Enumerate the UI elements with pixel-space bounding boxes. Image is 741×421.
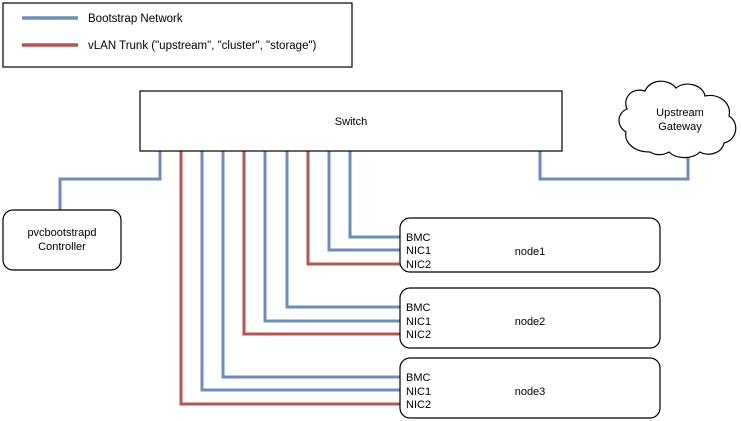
- controller-node[interactable]: pvcbootstrapd Controller: [2, 209, 122, 271]
- node1-port-nic1: NIC1: [406, 245, 431, 257]
- node1-port-bmc: BMC: [406, 232, 431, 244]
- link-switch-to-node3-bmc: [221, 151, 400, 379]
- legend-label-vlan-trunk: vLAN Trunk ("upstream", "cluster", "stor…: [88, 40, 317, 52]
- switch-label: Switch: [335, 116, 367, 128]
- controller-label-line2: Controller: [38, 241, 86, 253]
- node3-port-nic1: NIC1: [406, 386, 431, 398]
- legend-label-bootstrap-network: Bootstrap Network: [88, 13, 183, 25]
- link-switch-to-controller: [58, 151, 162, 210]
- cloud-icon[interactable]: [618, 80, 737, 159]
- node1-port-nic2: NIC2: [406, 259, 431, 271]
- node3-port-bmc: BMC: [406, 372, 431, 384]
- controller-label-line1: pvcbootstrapd: [27, 227, 96, 239]
- link-switch-to-node1-nic1: [327, 151, 400, 252]
- node-node3[interactable]: BMC NIC1 NIC2 node3: [399, 357, 661, 419]
- node1-box[interactable]: [399, 217, 661, 273]
- node1-label: node1: [515, 246, 546, 258]
- node2-port-bmc: BMC: [406, 302, 431, 314]
- legend-box: [2, 2, 353, 68]
- link-switch-to-node3-nic1: [200, 151, 400, 392]
- switch-node[interactable]: Switch: [139, 90, 563, 152]
- gateway-label-line1: Upstream: [656, 107, 704, 119]
- gateway-label-line2: Gateway: [658, 121, 702, 133]
- link-switch-to-node2-nic2: [242, 151, 400, 336]
- link-switch-to-node1-nic2: [306, 151, 400, 266]
- node2-port-nic2: NIC2: [406, 329, 431, 341]
- link-switch-to-node3-nic2: [179, 151, 400, 406]
- node3-port-nic2: NIC2: [406, 399, 431, 411]
- node-node1[interactable]: BMC NIC1 NIC2 node1: [399, 217, 661, 273]
- node2-port-nic1: NIC1: [406, 316, 431, 328]
- switch-box[interactable]: [139, 90, 563, 152]
- link-switch-to-node1-bmc: [348, 151, 400, 239]
- node3-label: node3: [515, 386, 546, 398]
- controller-box[interactable]: [2, 209, 122, 271]
- upstream-gateway-node[interactable]: Upstream Gateway: [618, 80, 737, 159]
- node-node2[interactable]: BMC NIC1 NIC2 node2: [399, 287, 661, 349]
- link-switch-to-node2-bmc: [285, 151, 400, 309]
- node3-box[interactable]: [399, 357, 661, 419]
- node2-label: node2: [515, 316, 546, 328]
- link-switch-to-node2-nic1: [263, 151, 400, 323]
- node2-box[interactable]: [399, 287, 661, 349]
- legend: Bootstrap Network vLAN Trunk ("upstream"…: [2, 2, 353, 68]
- link-switch-to-gateway: [538, 151, 690, 181]
